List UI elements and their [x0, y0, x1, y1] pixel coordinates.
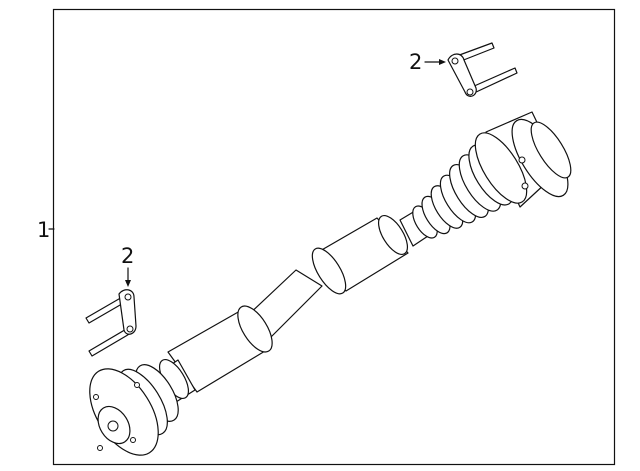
callout-1-label: 1: [37, 218, 50, 242]
bolt-set-top: [447, 42, 518, 97]
callout-2-left-arrow: [125, 280, 131, 287]
upper-cv-joint: [474, 111, 572, 208]
callout-2-left-label: 2: [121, 244, 134, 268]
drive-shaft-assembly: [89, 111, 572, 456]
callout-2-top-arrow: [439, 59, 446, 65]
diagram-frame: [52, 8, 616, 466]
upper-tube-collar: [377, 215, 409, 255]
lower-tube-end-ring: [237, 305, 273, 353]
lower-flange: [89, 364, 179, 456]
bolt-set-left: [85, 289, 137, 357]
callout-2-top-label: 2: [409, 50, 422, 74]
upper-tube-end-ring: [311, 247, 347, 295]
